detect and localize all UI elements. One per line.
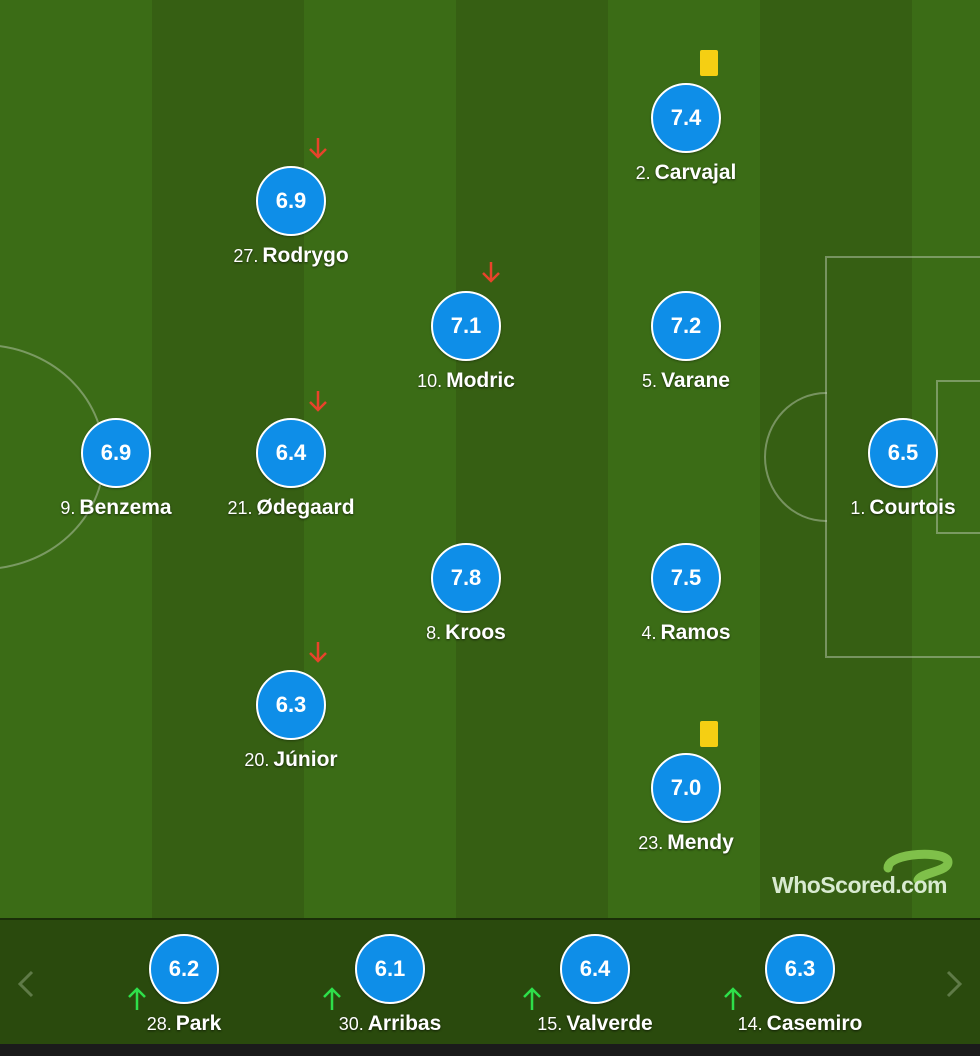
player-rating: 7.8 bbox=[431, 543, 501, 613]
player-name-label: 15.Valverde bbox=[510, 1012, 680, 1036]
player-name-label: 30.Arribas bbox=[305, 1012, 475, 1036]
player-number: 8. bbox=[426, 623, 442, 643]
player-name: Varane bbox=[661, 369, 730, 392]
player-odegaard[interactable]: 6.4 21.Ødegaard bbox=[206, 418, 376, 520]
player-number: 30. bbox=[338, 1014, 364, 1034]
player-modric[interactable]: 7.1 10.Modric bbox=[381, 291, 551, 393]
player-kroos[interactable]: 7.8 8.Kroos bbox=[381, 543, 551, 645]
chevron-right-icon[interactable] bbox=[940, 964, 970, 1004]
arrow-up-icon bbox=[523, 987, 541, 1010]
brand-suffix: .com bbox=[895, 872, 947, 898]
player-name-label: 14.Casemiro bbox=[715, 1012, 885, 1036]
player-name: Júnior bbox=[273, 748, 338, 771]
pitch: 7.4 2.Carvajal 6.9 27.Rodrygo 7.1 10.Mod… bbox=[0, 0, 980, 918]
player-number: 28. bbox=[146, 1014, 172, 1034]
substitute-arribas[interactable]: 6.1 30.Arribas bbox=[305, 934, 475, 1036]
player-number: 1. bbox=[850, 498, 866, 518]
player-number: 23. bbox=[638, 833, 664, 853]
player-carvajal[interactable]: 7.4 2.Carvajal bbox=[601, 83, 771, 185]
player-name: Ødegaard bbox=[256, 496, 355, 519]
player-name-label: 9.Benzema bbox=[31, 496, 201, 520]
player-name: Mendy bbox=[667, 831, 734, 854]
player-number: 20. bbox=[244, 750, 270, 770]
player-number: 4. bbox=[641, 623, 657, 643]
player-ramos[interactable]: 7.5 4.Ramos bbox=[601, 543, 771, 645]
player-name: Arribas bbox=[367, 1012, 442, 1035]
player-number: 15. bbox=[537, 1014, 563, 1034]
question-mark-logo-icon bbox=[883, 849, 953, 885]
player-rating: 6.3 bbox=[256, 670, 326, 740]
yellow-card-icon bbox=[700, 50, 718, 76]
player-rating: 6.3 bbox=[765, 934, 835, 1004]
player-courtois[interactable]: 6.5 1.Courtois bbox=[818, 418, 980, 520]
player-name-label: 23.Mendy bbox=[601, 831, 771, 855]
player-name: Benzema bbox=[79, 496, 172, 519]
brand-name: WhoScored bbox=[772, 872, 896, 898]
player-rating: 6.1 bbox=[355, 934, 425, 1004]
player-rating: 6.9 bbox=[81, 418, 151, 488]
arrow-up-icon bbox=[323, 987, 341, 1010]
player-name: Ramos bbox=[660, 621, 731, 644]
player-mendy[interactable]: 7.0 23.Mendy bbox=[601, 753, 771, 855]
player-name: Park bbox=[175, 1012, 222, 1035]
player-name-label: 5.Varane bbox=[601, 369, 771, 393]
player-name-label: 8.Kroos bbox=[381, 621, 551, 645]
player-number: 5. bbox=[642, 371, 658, 391]
arrow-down-icon bbox=[482, 262, 500, 283]
player-name-label: 4.Ramos bbox=[601, 621, 771, 645]
chevron-left-icon[interactable] bbox=[10, 964, 40, 1004]
player-number: 21. bbox=[227, 498, 253, 518]
player-name-label: 1.Courtois bbox=[818, 496, 980, 520]
player-name-label: 10.Modric bbox=[381, 369, 551, 393]
bottom-strip bbox=[0, 1044, 980, 1056]
arrow-down-icon bbox=[309, 642, 327, 663]
player-rating: 6.4 bbox=[256, 418, 326, 488]
player-name: Courtois bbox=[869, 496, 956, 519]
player-number: 10. bbox=[417, 371, 443, 391]
player-number: 9. bbox=[60, 498, 76, 518]
player-rating: 7.2 bbox=[651, 291, 721, 361]
substitute-park[interactable]: 6.2 28.Park bbox=[99, 934, 269, 1036]
substitutes-bar: 6.2 28.Park 6.1 30.Arribas 6.4 15.Valver… bbox=[0, 918, 980, 1044]
player-name: Rodrygo bbox=[262, 244, 349, 267]
player-rating: 7.5 bbox=[651, 543, 721, 613]
brand-wordmark: WhoScored.com bbox=[772, 872, 947, 899]
player-rating: 6.9 bbox=[256, 166, 326, 236]
player-number: 14. bbox=[737, 1014, 763, 1034]
arrow-up-icon bbox=[724, 987, 742, 1010]
substitute-valverde[interactable]: 6.4 15.Valverde bbox=[510, 934, 680, 1036]
player-benzema[interactable]: 6.9 9.Benzema bbox=[31, 418, 201, 520]
player-name-label: 28.Park bbox=[99, 1012, 269, 1036]
player-rodrygo[interactable]: 6.9 27.Rodrygo bbox=[206, 166, 376, 268]
player-rating: 7.4 bbox=[651, 83, 721, 153]
player-rating: 6.5 bbox=[868, 418, 938, 488]
player-rating: 6.4 bbox=[560, 934, 630, 1004]
player-number: 27. bbox=[233, 246, 259, 266]
player-rating: 7.0 bbox=[651, 753, 721, 823]
arrow-down-icon bbox=[309, 391, 327, 412]
player-name-label: 21.Ødegaard bbox=[206, 496, 376, 520]
player-name-label: 20.Júnior bbox=[206, 748, 376, 772]
arrow-down-icon bbox=[309, 138, 327, 159]
yellow-card-icon bbox=[700, 721, 718, 747]
player-name: Modric bbox=[446, 369, 515, 392]
arrow-up-icon bbox=[128, 987, 146, 1010]
player-name: Kroos bbox=[445, 621, 506, 644]
substitute-casemiro[interactable]: 6.3 14.Casemiro bbox=[715, 934, 885, 1036]
player-name: Carvajal bbox=[654, 161, 737, 184]
player-rating: 7.1 bbox=[431, 291, 501, 361]
player-junior[interactable]: 6.3 20.Júnior bbox=[206, 670, 376, 772]
player-name: Casemiro bbox=[766, 1012, 863, 1035]
player-name-label: 27.Rodrygo bbox=[206, 244, 376, 268]
player-varane[interactable]: 7.2 5.Varane bbox=[601, 291, 771, 393]
player-rating: 6.2 bbox=[149, 934, 219, 1004]
player-number: 2. bbox=[635, 163, 651, 183]
player-name-label: 2.Carvajal bbox=[601, 161, 771, 185]
player-name: Valverde bbox=[566, 1012, 653, 1035]
whoscored-logo: WhoScored.com bbox=[772, 846, 972, 902]
